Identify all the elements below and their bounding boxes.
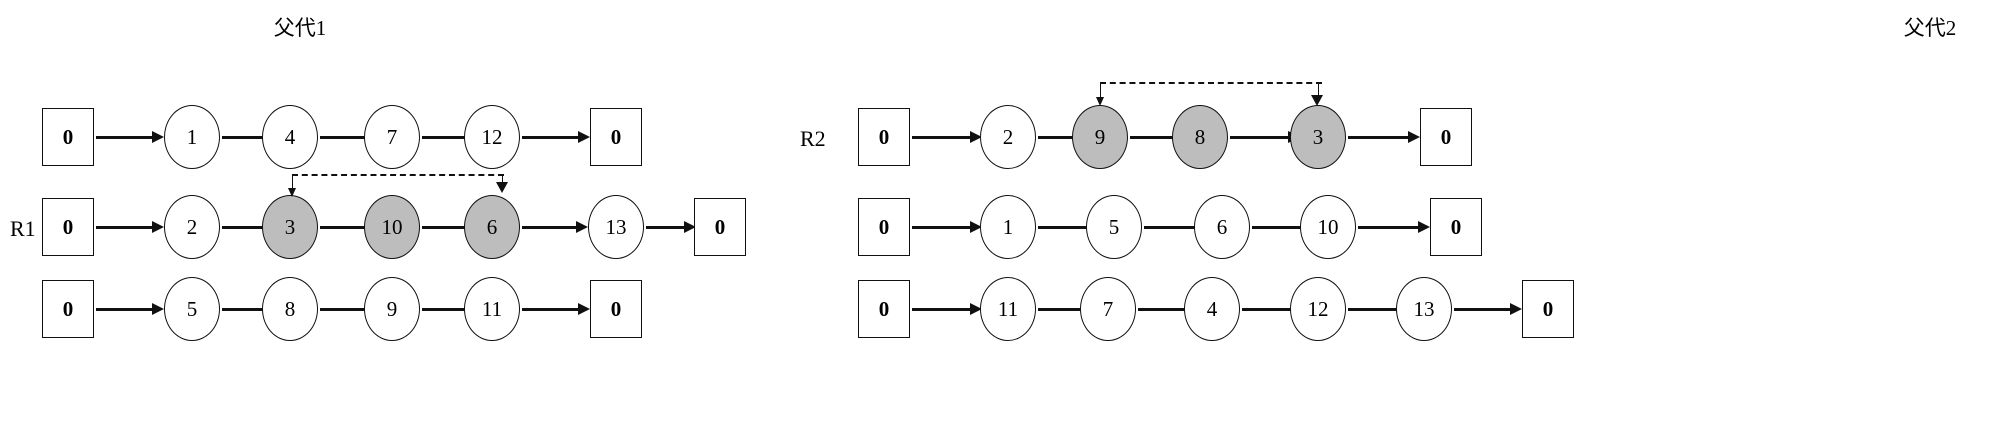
flow-arrow <box>1454 303 1522 315</box>
customer-node: 2 <box>980 105 1036 169</box>
route-label-r2: R2 <box>800 126 826 151</box>
panel-title-parent2: 父代2 <box>1903 16 1957 40</box>
flow-arrow <box>96 303 164 315</box>
customer-node: 4 <box>262 105 318 169</box>
customer-node: 1 <box>164 105 220 169</box>
customer-node: 11 <box>464 277 520 341</box>
flow-arrow <box>1358 221 1430 233</box>
flow-arrow <box>912 131 982 143</box>
depot-node: 0 <box>1420 108 1472 166</box>
flow-arrow <box>522 221 588 233</box>
customer-node-selected: 3 <box>262 195 318 259</box>
flow-arrow <box>96 131 164 143</box>
customer-node: 7 <box>1080 277 1136 341</box>
flow-arrow <box>1348 131 1420 143</box>
customer-node: 1 <box>980 195 1036 259</box>
flow-arrow <box>646 221 696 233</box>
depot-node: 0 <box>42 108 94 166</box>
depot-node: 0 <box>858 280 910 338</box>
flow-arrow <box>912 221 982 233</box>
bracket-arrow-left <box>1096 97 1104 106</box>
customer-node: 12 <box>1290 277 1346 341</box>
depot-node: 0 <box>590 108 642 166</box>
depot-node: 0 <box>42 280 94 338</box>
panel-title-parent1: 父代1 <box>273 16 327 40</box>
customer-node-selected: 10 <box>364 195 420 259</box>
customer-node: 7 <box>364 105 420 169</box>
customer-node: 6 <box>1194 195 1250 259</box>
depot-node: 0 <box>590 280 642 338</box>
customer-node: 13 <box>588 195 644 259</box>
customer-node: 11 <box>980 277 1036 341</box>
flow-arrow <box>912 303 982 315</box>
customer-node-selected: 6 <box>464 195 520 259</box>
depot-node: 0 <box>1430 198 1482 256</box>
bracket-arrow-left <box>288 188 296 197</box>
crossover-bracket <box>288 174 508 204</box>
customer-node: 2 <box>164 195 220 259</box>
depot-node: 0 <box>694 198 746 256</box>
panel-parent2: 父代2 R2 0 2 9 8 <box>800 0 2000 443</box>
panel-parent1: 父代1 0 1 4 7 12 0 <box>0 0 800 443</box>
customer-node: 8 <box>262 277 318 341</box>
flow-arrow <box>96 221 164 233</box>
bracket-arrow-right <box>1311 95 1323 106</box>
customer-node: 12 <box>464 105 520 169</box>
depot-node: 0 <box>1522 280 1574 338</box>
customer-node-selected: 9 <box>1072 105 1128 169</box>
depot-node: 0 <box>858 108 910 166</box>
route-label-r1: R1 <box>10 216 36 241</box>
customer-node: 5 <box>1086 195 1142 259</box>
depot-node: 0 <box>42 198 94 256</box>
customer-node-selected: 8 <box>1172 105 1228 169</box>
crossover-bracket <box>1096 82 1326 114</box>
customer-node: 13 <box>1396 277 1452 341</box>
customer-node: 4 <box>1184 277 1240 341</box>
customer-node-selected: 3 <box>1290 105 1346 169</box>
bracket-arrow-right <box>496 182 508 193</box>
customer-node: 9 <box>364 277 420 341</box>
flow-arrow <box>522 303 590 315</box>
customer-node: 10 <box>1300 195 1356 259</box>
depot-node: 0 <box>858 198 910 256</box>
customer-node: 5 <box>164 277 220 341</box>
flow-arrow <box>522 131 590 143</box>
